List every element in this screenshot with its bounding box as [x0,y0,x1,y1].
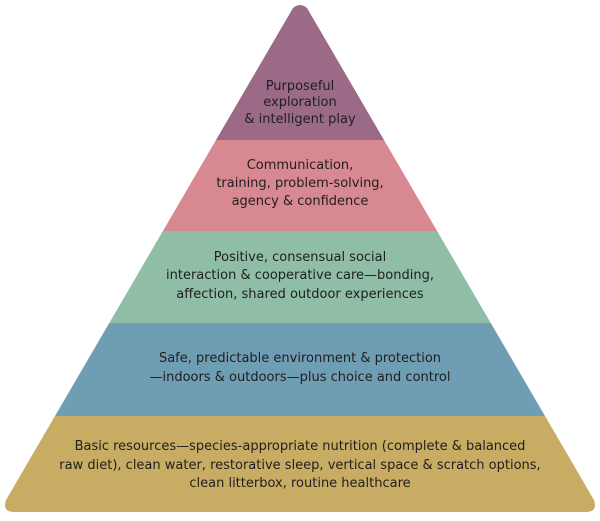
tier-3-line-3: affection, shared outdoor experiences [176,287,424,302]
tier-5-label: Basic resources—species-appropriate nutr… [59,439,540,491]
tier-2-line-3: agency & confidence [232,194,369,209]
tier-2-line-2: training, problem-solving, [216,176,383,191]
tier-4-label: Safe, predictable environment & protecti… [150,351,451,385]
tier-3-line-2: interaction & cooperative care—bonding, [166,268,434,283]
tier-1-line-3: & intelligent play [244,112,356,127]
tier-5-line-3: clean litterbox, routine healthcare [189,476,410,491]
tier-1-line-2: exploration [263,95,337,110]
tier-4-band [5,323,595,416]
tier-2-label: Communication, training, problem-solving… [216,158,383,209]
tier-5-line-2: raw diet), clean water, restorative slee… [59,458,540,473]
tier-5-band [5,416,595,512]
tier-1-label: Purposeful exploration & intelligent pla… [244,79,356,127]
tier-3-line-1: Positive, consensual social [214,250,387,265]
tier-1-line-1: Purposeful [266,79,335,94]
tier-4-line-1: Safe, predictable environment & protecti… [159,351,441,366]
tier-4-line-2: —indoors & outdoors—plus choice and cont… [150,370,451,385]
tier-3-label: Positive, consensual social interaction … [166,250,434,302]
tier-2-line-1: Communication, [247,158,354,173]
tier-5-line-1: Basic resources—species-appropriate nutr… [75,439,526,454]
